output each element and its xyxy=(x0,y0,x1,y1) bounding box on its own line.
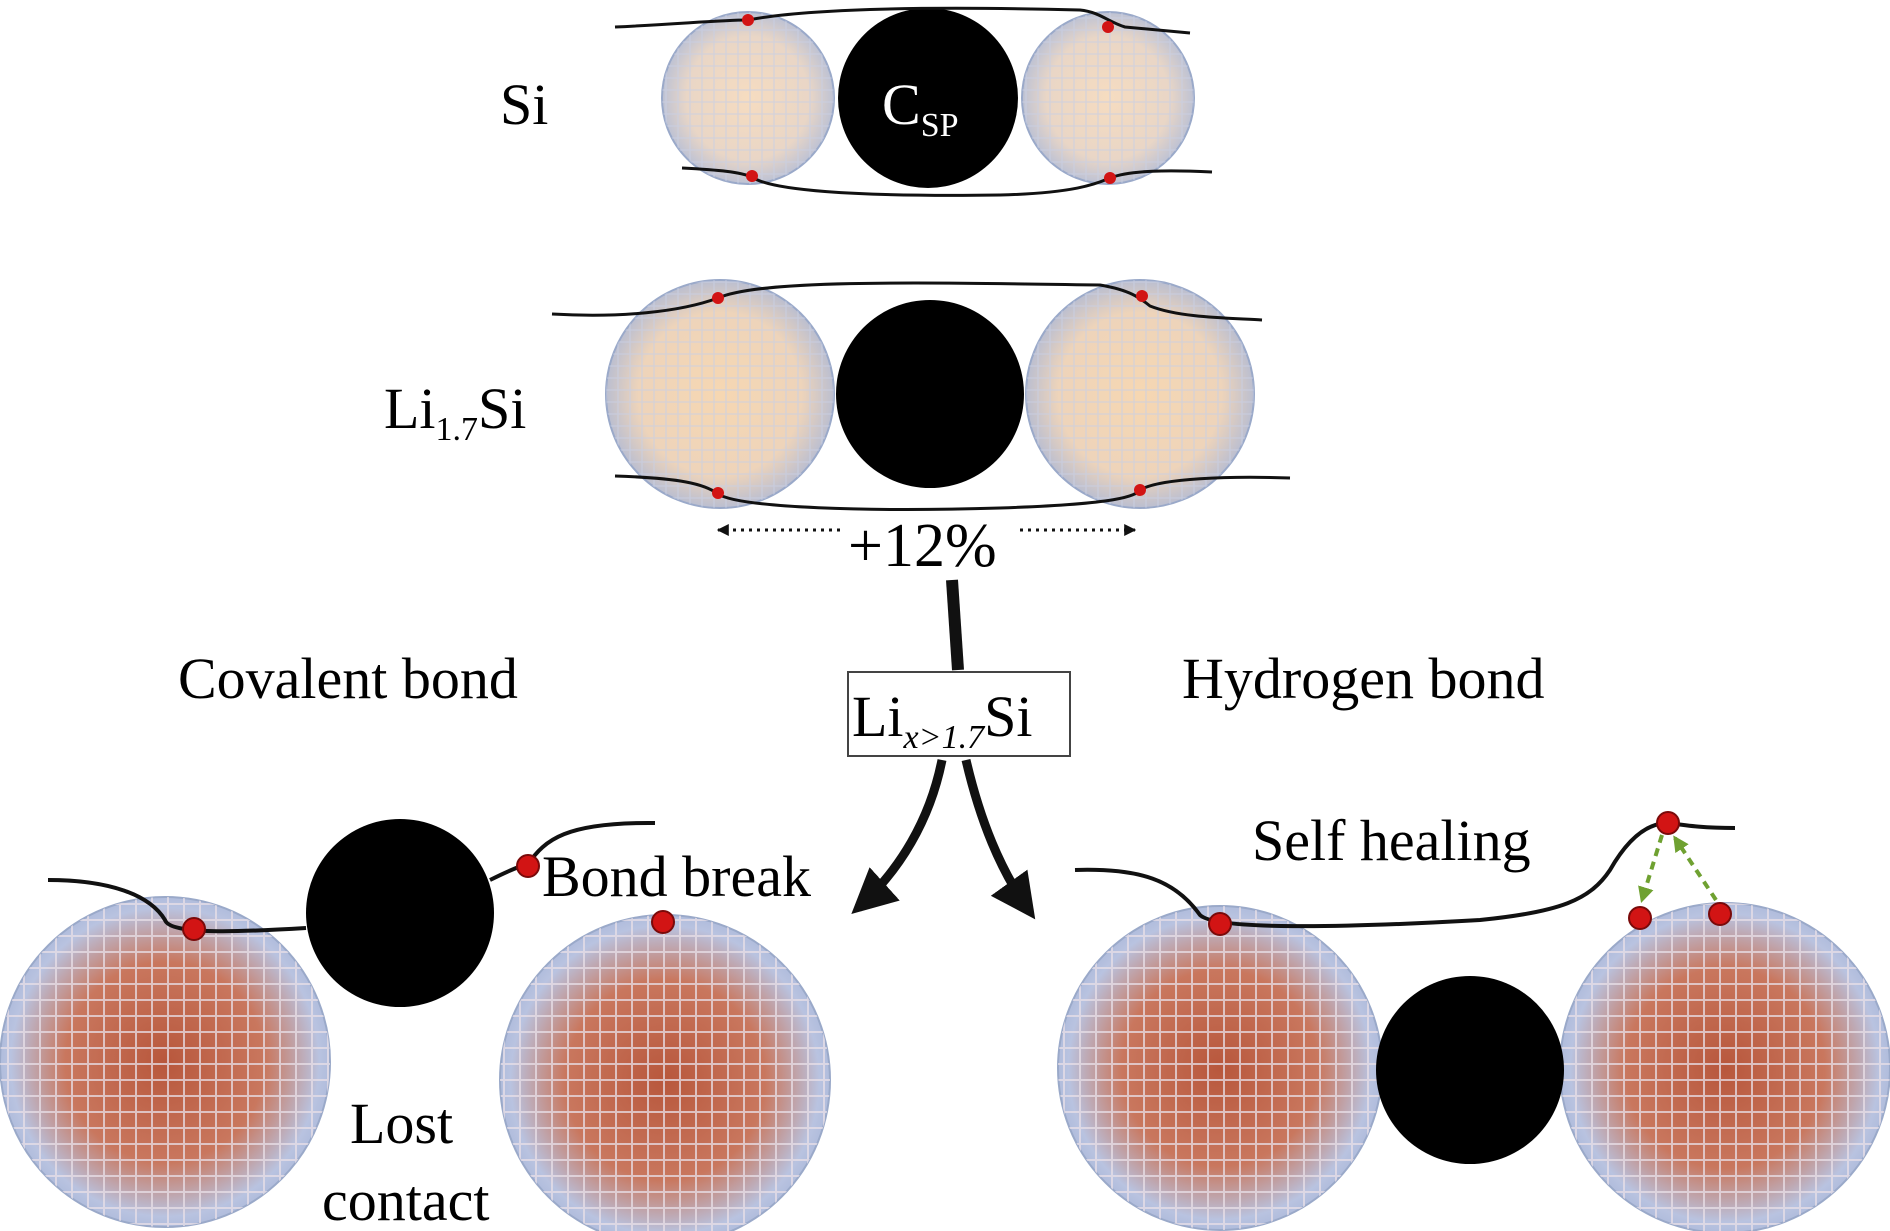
lithiation-label: Lix>1.7Si xyxy=(852,684,1032,756)
binder-node xyxy=(1708,902,1732,926)
binder-node xyxy=(1628,906,1652,930)
binder-node xyxy=(712,487,724,499)
healing-arrow-up xyxy=(1673,835,1718,902)
self-healing-label: Self healing xyxy=(1252,808,1531,873)
carbon-sp-particle xyxy=(836,300,1024,488)
lisi-row: Li1.7Si +12% xyxy=(384,279,1291,580)
covalent-panel: Covalent bond Bond break Lost contact xyxy=(0,646,831,1231)
lithiated-sphere-right xyxy=(499,914,831,1231)
binder-node xyxy=(1104,172,1116,184)
lithiated-sphere-right xyxy=(1559,902,1890,1231)
healing-arrow-down xyxy=(1638,834,1664,904)
si-sphere-right xyxy=(1021,11,1195,185)
binder-node xyxy=(516,854,540,878)
binder-node xyxy=(742,14,754,26)
lost-contact-line2: contact xyxy=(322,1168,489,1231)
flow-arrow-right xyxy=(961,758,1036,920)
flow-arrow-left xyxy=(851,759,947,915)
hydrogen-panel: Hydrogen bond Self healing xyxy=(1057,646,1890,1231)
covalent-label: Covalent bond xyxy=(178,646,518,711)
binder-node xyxy=(651,910,675,934)
binder-node xyxy=(1102,21,1114,33)
binder-chain-top xyxy=(614,6,1191,35)
binder-chain xyxy=(47,878,307,934)
binder-chain-bottom xyxy=(614,474,1291,511)
expansion-label: +12% xyxy=(848,512,997,580)
binder-node xyxy=(1136,290,1148,302)
si-sphere-left xyxy=(661,11,835,185)
lithiation-box xyxy=(847,671,1071,757)
bond-break-label: Bond break xyxy=(542,844,811,909)
reaction-flow: Lix>1.7Si xyxy=(847,579,1071,920)
lisi-sphere-left xyxy=(605,279,835,509)
lisi-label: Li1.7Si xyxy=(384,376,526,448)
flow-stem xyxy=(946,579,964,671)
lost-contact-line1: Lost xyxy=(350,1091,453,1156)
lithiated-sphere-left xyxy=(1057,905,1383,1231)
binder-node xyxy=(1656,811,1680,835)
binder-node xyxy=(182,917,206,941)
binder-node xyxy=(1134,484,1146,496)
carbon-sp-particle xyxy=(1376,976,1564,1164)
carbon-sp-particle xyxy=(838,8,1018,188)
binder-node xyxy=(712,292,724,304)
si-row: Si CSP xyxy=(500,6,1213,197)
binder-node xyxy=(1208,912,1232,936)
binder-node xyxy=(746,170,758,182)
lisi-sphere-right xyxy=(1025,279,1255,509)
lithiated-sphere-left xyxy=(0,896,331,1228)
csp-label: CSP xyxy=(882,72,959,144)
hydrogen-label: Hydrogen bond xyxy=(1182,646,1544,711)
binder-chain-top xyxy=(551,281,1263,322)
carbon-sp-particle xyxy=(306,819,494,1007)
si-label: Si xyxy=(500,72,548,137)
